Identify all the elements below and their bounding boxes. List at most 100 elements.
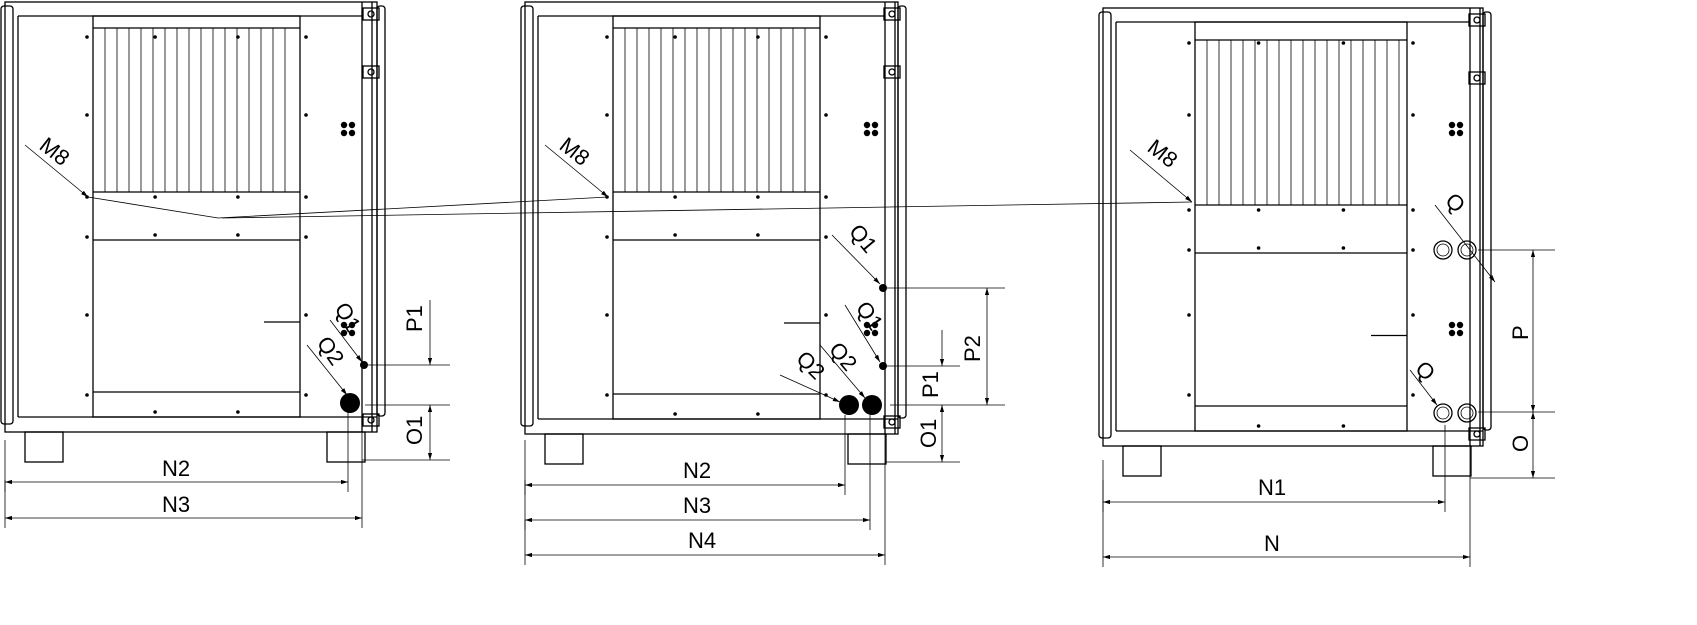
cabinet-outline bbox=[4, 1, 378, 433]
screw bbox=[236, 233, 240, 237]
hinge-pin bbox=[367, 10, 375, 18]
view1-q1-label: Q1 bbox=[330, 298, 366, 336]
screw bbox=[756, 35, 760, 39]
q-top-right-connection bbox=[1457, 240, 1477, 260]
screw bbox=[1411, 393, 1415, 397]
q-top-right-connection-inner bbox=[1460, 243, 1474, 257]
q1-top-leader bbox=[831, 234, 881, 285]
foot bbox=[847, 433, 887, 465]
vent-hole bbox=[348, 129, 356, 137]
screw bbox=[1256, 246, 1261, 250]
view2-m8-label: M8 bbox=[555, 132, 594, 171]
hinge-pin bbox=[367, 416, 375, 424]
q-bottom-leader bbox=[1409, 369, 1438, 406]
hinge-pin bbox=[367, 68, 375, 76]
vent-hole bbox=[1456, 129, 1464, 137]
screw bbox=[153, 35, 157, 39]
screw bbox=[85, 113, 89, 117]
screw bbox=[1341, 41, 1346, 45]
vent-hole bbox=[340, 329, 348, 337]
screw bbox=[1411, 313, 1415, 317]
q-top-left-connection-inner bbox=[1436, 243, 1450, 257]
q-bottom-right-connection bbox=[1457, 403, 1477, 423]
right-side-panel bbox=[376, 5, 386, 417]
hinge-icon bbox=[362, 7, 380, 21]
hinge-pin bbox=[1473, 430, 1481, 438]
q2-connection bbox=[340, 393, 360, 413]
vent-hole bbox=[871, 321, 879, 329]
front-panel bbox=[1194, 21, 1408, 432]
q-bottom-right-connection-inner bbox=[1460, 406, 1474, 420]
screw bbox=[673, 195, 677, 199]
vent-hole bbox=[1448, 321, 1456, 329]
screw bbox=[756, 195, 760, 199]
left-side-panel bbox=[1098, 11, 1112, 439]
hinge-pin bbox=[1473, 16, 1481, 24]
hinge-pin bbox=[888, 418, 896, 426]
screw bbox=[605, 313, 609, 317]
q-top-leader bbox=[1434, 204, 1496, 283]
view3-n-label: N bbox=[1264, 531, 1280, 556]
screw bbox=[824, 195, 828, 199]
screw bbox=[1411, 208, 1415, 212]
screw bbox=[153, 233, 157, 237]
q2-right-leader bbox=[819, 344, 866, 399]
screw bbox=[824, 235, 828, 239]
vent-hole bbox=[1456, 321, 1464, 329]
hinge-icon bbox=[883, 7, 901, 21]
q2-left-leader bbox=[779, 374, 841, 403]
screw bbox=[304, 235, 308, 239]
vent-hole bbox=[340, 129, 348, 137]
vent-hole bbox=[1448, 129, 1456, 137]
vent-hole bbox=[1456, 121, 1464, 129]
m8-leader bbox=[1129, 149, 1193, 203]
q1-connection bbox=[879, 362, 887, 370]
screw bbox=[605, 393, 609, 397]
view2-q2-right-label: Q2 bbox=[824, 337, 862, 376]
q-bottom-left-connection-inner bbox=[1436, 406, 1450, 420]
vent-hole bbox=[340, 321, 348, 329]
screw bbox=[236, 195, 240, 199]
unit-1 bbox=[0, 1, 386, 463]
screw bbox=[1341, 424, 1346, 428]
q1-top-connection bbox=[879, 284, 887, 292]
screw bbox=[304, 113, 308, 117]
screw bbox=[304, 393, 308, 397]
screw bbox=[756, 412, 760, 416]
front-panel bbox=[612, 15, 821, 420]
vent-hole bbox=[863, 129, 871, 137]
right-side-panel bbox=[897, 5, 907, 419]
view2-p1-label: P1 bbox=[918, 371, 943, 398]
hinge-icon bbox=[1468, 13, 1486, 27]
left-side-panel bbox=[520, 5, 534, 427]
view2-q1-top-label: Q1 bbox=[844, 219, 882, 258]
vent-hole bbox=[871, 329, 879, 337]
view2-n2-label: N2 bbox=[683, 458, 711, 483]
q2-left-connection bbox=[839, 395, 859, 415]
screw bbox=[1187, 113, 1191, 117]
screw bbox=[1256, 424, 1261, 428]
screw bbox=[1187, 41, 1191, 45]
hinge-icon bbox=[883, 415, 901, 429]
screw bbox=[1187, 313, 1191, 317]
m8-leader-tail bbox=[87, 196, 219, 219]
unit-2 bbox=[520, 1, 907, 465]
hinge-pin bbox=[1473, 74, 1481, 82]
foot bbox=[1122, 445, 1162, 477]
vent-hole bbox=[871, 129, 879, 137]
screw bbox=[85, 35, 89, 39]
screw bbox=[153, 195, 157, 199]
hinge-pin bbox=[888, 68, 896, 76]
screw bbox=[1411, 248, 1415, 252]
foot bbox=[326, 431, 366, 463]
vent-hole bbox=[340, 121, 348, 129]
screw bbox=[85, 393, 89, 397]
left-side-panel bbox=[0, 5, 14, 425]
hinge-icon bbox=[883, 65, 901, 79]
view2-n4-label: N4 bbox=[688, 528, 716, 553]
hinge-icon bbox=[362, 413, 380, 427]
view2-q2-left-label: Q2 bbox=[791, 346, 829, 384]
vent-hole bbox=[348, 329, 356, 337]
q-top-left-connection bbox=[1433, 240, 1453, 260]
